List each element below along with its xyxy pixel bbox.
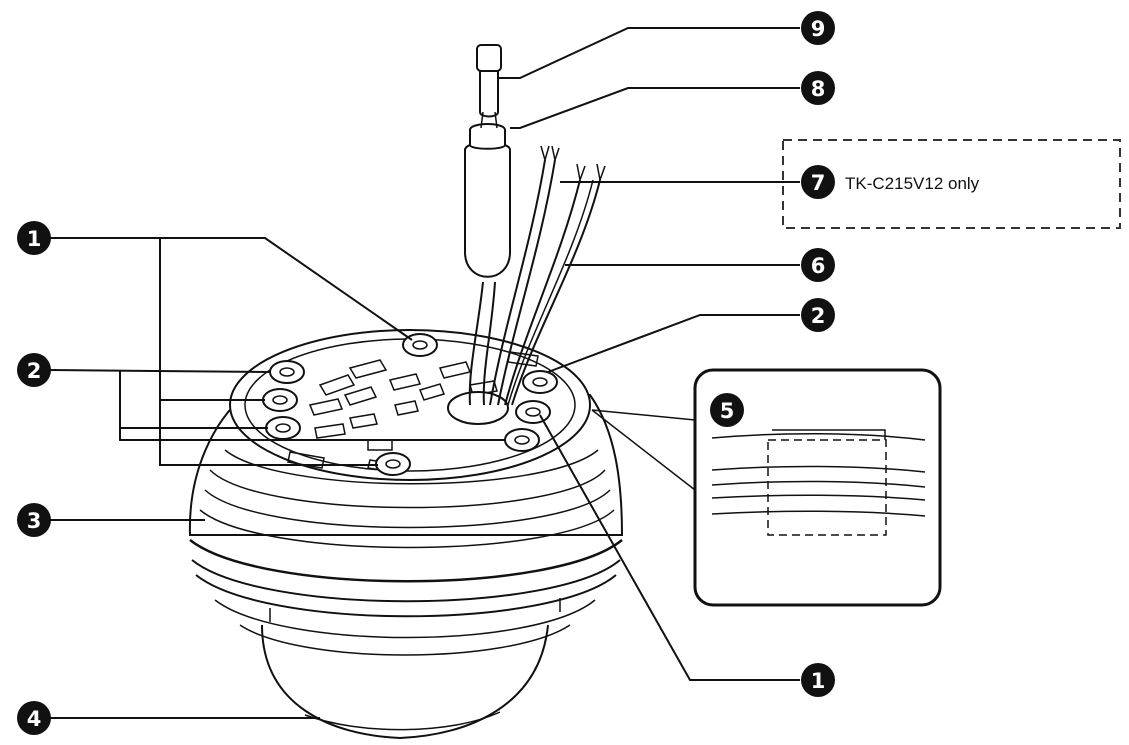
cables: [464, 44, 606, 406]
callout-1-top-left: 1: [17, 221, 51, 255]
callout-9: 9: [801, 11, 835, 45]
callout-label: 5: [720, 399, 735, 423]
callout-4: 4: [17, 701, 51, 735]
callout-label: 2: [27, 359, 42, 383]
callout-2-right: 2: [801, 298, 835, 332]
callout-label: 7: [811, 171, 826, 195]
callout-7: 7: [801, 165, 835, 199]
note-box: [782, 139, 1121, 229]
inset-detail: [591, 368, 942, 607]
callout-label: 6: [811, 254, 826, 278]
callout-label: 2: [811, 304, 826, 328]
callout-5: 5: [710, 393, 744, 427]
top-plate: [229, 329, 591, 481]
callout-6: 6: [801, 248, 835, 282]
callout-3: 3: [17, 503, 51, 537]
callout-label: 9: [811, 17, 826, 41]
callout-2-left: 2: [17, 353, 51, 387]
callout-label: 8: [811, 77, 826, 101]
callout-label: 1: [811, 669, 826, 693]
dome-cover: [261, 624, 549, 740]
callout-1-bottom-right: 1: [801, 663, 835, 697]
callout-label: 3: [27, 509, 42, 533]
leader-lines: [49, 27, 800, 719]
callout-label: 1: [27, 227, 42, 251]
callout-label: 4: [27, 707, 42, 731]
callout-8: 8: [801, 71, 835, 105]
model-note-text: TK-C215V12 only: [845, 174, 980, 193]
